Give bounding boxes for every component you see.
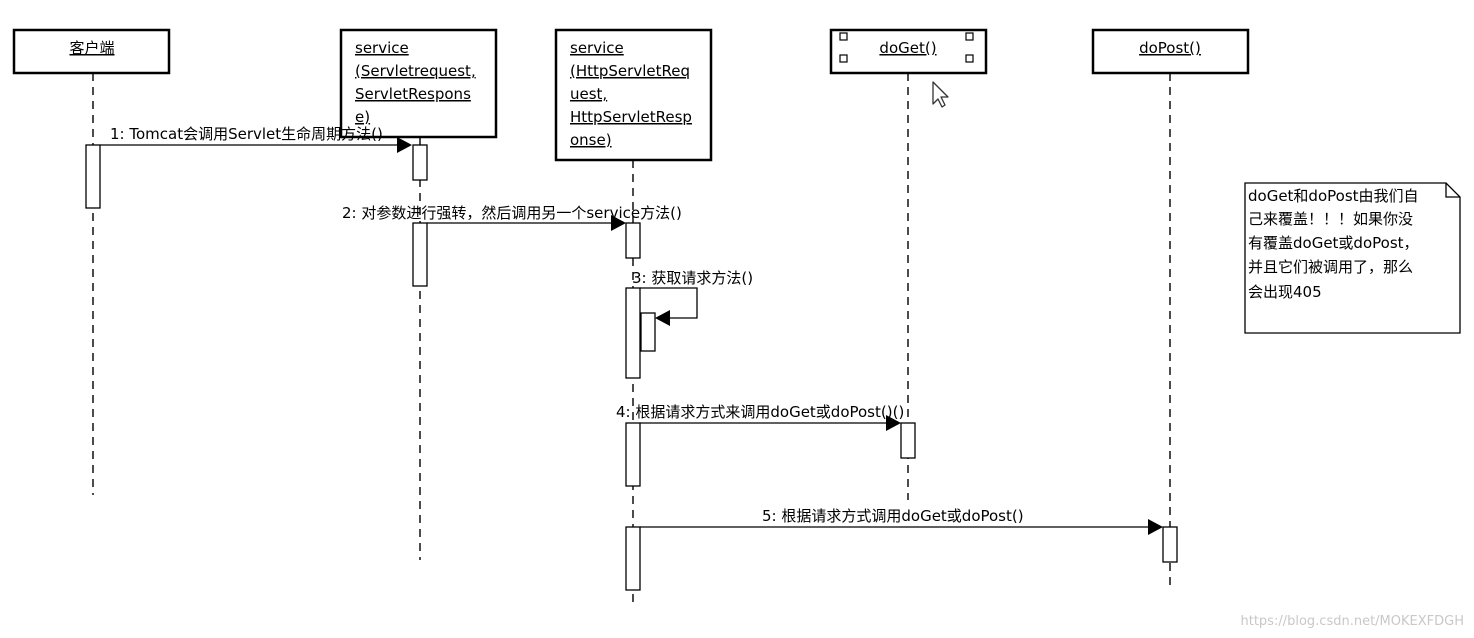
activation-http-service-2 — [625, 287, 641, 379]
arrowhead-4 — [886, 415, 901, 431]
activation-generic-service-2 — [412, 222, 428, 287]
message-5-label: 5: 根据请求方式调用doGet或doPost() — [762, 507, 1024, 525]
activation-generic-service-1 — [412, 144, 428, 181]
message-4: 4: 根据请求方式来调用doGet或doPost()() — [616, 403, 904, 431]
participant-doget[interactable]: doGet() — [829, 28, 988, 75]
participant-dopost: doPost() — [1091, 28, 1250, 75]
note-line-3: 有覆盖doGet或doPost， — [1248, 234, 1419, 252]
participant-generic-service-line-1: service — [355, 39, 409, 57]
participant-http-service-line-5: onse) — [570, 131, 612, 149]
note-line-2: 己来覆盖！！！如果你没 — [1248, 210, 1413, 228]
arrowhead-1 — [397, 137, 412, 153]
activation-http-service-1 — [625, 222, 641, 259]
message-1-label: 1: Tomcat会调用Servlet生命周期方法() — [110, 125, 383, 143]
participant-doget-label: doGet() — [879, 39, 936, 57]
message-3-label: 3: 获取请求方法() — [632, 269, 753, 287]
participant-generic-service-line-3: ServletRespons — [355, 85, 471, 103]
note-line-1: doGet和doPost由我们自 — [1248, 187, 1419, 205]
activation-client — [85, 144, 101, 209]
activation-doget — [900, 422, 916, 459]
activation-http-service-3 — [625, 422, 641, 487]
activation-http-service-4 — [625, 526, 641, 591]
note-fold — [1445, 183, 1460, 198]
mouse-pointer-icon — [932, 81, 949, 108]
selection-handle-top-right[interactable] — [965, 32, 974, 41]
message-2-label: 2: 对参数进行强转，然后调用另一个service方法() — [342, 204, 682, 222]
arrowhead-3 — [655, 310, 670, 326]
participant-http-service-line-1: service — [570, 39, 624, 57]
message-3: 3: 获取请求方法() — [632, 269, 753, 326]
participant-generic-service: service (Servletrequest, ServletRespons … — [339, 28, 498, 139]
selection-handle-top-left[interactable] — [839, 32, 848, 41]
activation-http-service-self — [640, 312, 656, 352]
message-1: 1: Tomcat会调用Servlet生命周期方法() — [100, 125, 412, 153]
message-5: 5: 根据请求方式调用doGet或doPost() — [640, 507, 1163, 535]
participant-dopost-label: doPost() — [1139, 39, 1201, 57]
participant-http-service-line-3: uest, — [570, 85, 607, 103]
note-line-4: 并且它们被调用了，那么 — [1248, 258, 1413, 276]
watermark: https://blog.csdn.net/MOKEXFDGH — [1241, 614, 1465, 629]
arrowhead-2 — [611, 215, 626, 231]
note-shape — [1244, 182, 1461, 334]
note-line-5: 会出现405 — [1248, 283, 1322, 301]
participant-generic-service-line-2: (Servletrequest, — [355, 62, 476, 80]
participant-http-service: service (HttpServletReq uest, HttpServle… — [554, 28, 713, 162]
note: doGet和doPost由我们自 己来覆盖！！！如果你没 有覆盖doGet或do… — [1244, 182, 1461, 334]
participant-client-label: 客户端 — [69, 39, 114, 57]
activation-dopost — [1162, 526, 1178, 563]
selection-handle-bottom-right[interactable] — [965, 54, 974, 63]
selection-handle-bottom-left[interactable] — [839, 54, 848, 63]
message-4-label: 4: 根据请求方式来调用doGet或doPost()() — [616, 403, 904, 421]
message-2: 2: 对参数进行强转，然后调用另一个service方法() — [342, 204, 682, 231]
participant-http-service-line-2: (HttpServletReq — [570, 62, 690, 80]
participant-generic-service-line-4: e) — [355, 108, 370, 126]
arrowhead-5 — [1148, 519, 1163, 535]
participant-http-service-line-4: HttpServletResp — [570, 108, 692, 126]
participant-client: 客户端 — [12, 28, 171, 75]
